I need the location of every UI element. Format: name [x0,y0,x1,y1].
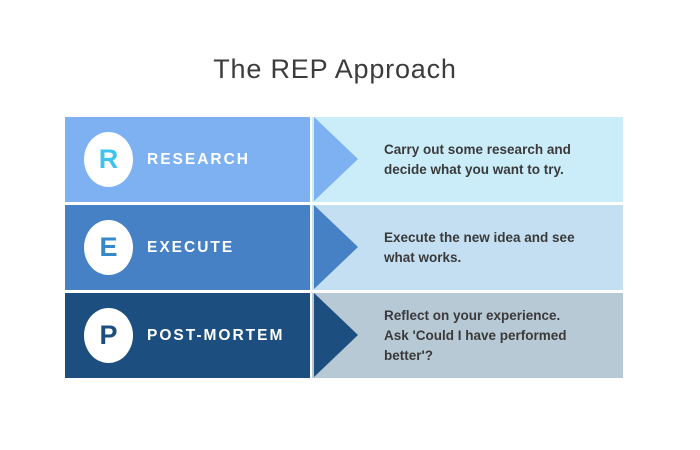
letter-badge-post-mortem: P [84,308,133,363]
step-description-post-mortem: Reflect on your experience. Ask 'Could I… [384,307,567,363]
badge-letter-p: P [99,320,118,350]
step-row-post-mortem: P POST-MORTEM Reflect on your experience… [65,293,623,378]
arrow-right-icon [314,117,358,201]
description-panel-post-mortem [312,293,623,378]
step-bar-execute: E EXECUTE [65,205,310,290]
description-panel-execute [312,205,623,290]
description-panel-research [312,117,623,202]
step-bar-research: R RESEARCH [65,117,310,202]
step-row-research: R RESEARCH Carry out some research and d… [65,117,623,202]
arrow-right-icon [314,293,358,377]
arrow-right-icon [314,205,358,289]
step-description-research: Carry out some research and decide what … [384,141,571,177]
step-row-execute: E EXECUTE Execute the new idea and see w… [65,205,623,290]
step-label-execute: EXECUTE [147,238,235,256]
badge-letter-e: E [99,232,118,262]
step-bar-post-mortem: P POST-MORTEM [65,293,310,378]
letter-badge-research: R [84,132,133,187]
step-description-execute: Execute the new idea and see what works. [384,229,575,265]
step-label-post-mortem: POST-MORTEM [147,326,285,344]
page-title: The REP Approach [213,54,457,84]
step-label-research: RESEARCH [147,150,250,168]
badge-letter-r: R [98,144,119,174]
letter-badge-execute: E [84,220,133,275]
rep-process-diagram: R RESEARCH Carry out some research and d… [65,117,623,381]
